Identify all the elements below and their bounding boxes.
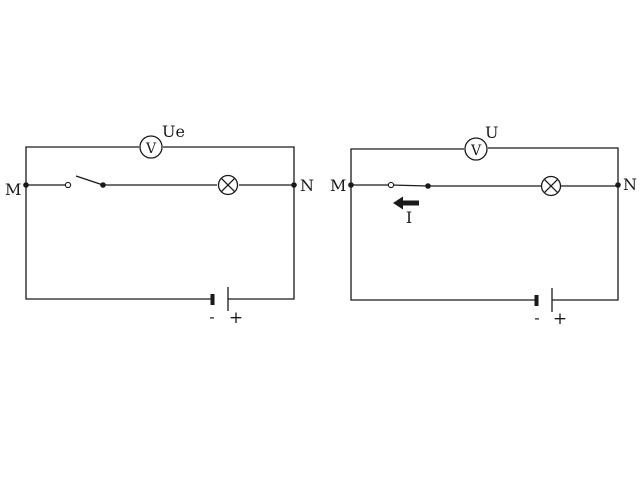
battery [210,287,229,311]
lamp [540,175,562,197]
voltmeter-label: Ue [162,122,185,141]
voltmeter-wire-right [350,147,619,185]
lamp [217,174,239,196]
node-n [291,182,297,188]
node-n [615,182,621,188]
battery-wire-right [350,185,619,301]
main-wire-right [351,184,618,187]
battery-plus-label: + [229,308,243,328]
node-n-label: N [300,176,314,195]
current-arrow [393,196,419,210]
battery-minus-label: - [534,308,539,327]
node-m-label: M [5,180,21,199]
battery-minus-label: - [209,307,214,326]
voltmeter-symbol: V [470,143,482,159]
node-m-label: M [330,176,346,195]
node-n-label: N [623,175,637,194]
switch-closed [387,181,431,189]
battery-wire-left [25,185,295,300]
voltmeter-wire-left [25,146,295,185]
voltmeter: V [464,137,488,161]
battery [534,288,553,312]
voltmeter: V [139,135,163,159]
voltmeter-symbol: V [145,141,157,157]
node-m [348,182,354,188]
switch-open [64,175,106,189]
node-m [23,182,29,188]
circuit-left: V Ue - + M N [5,122,314,328]
battery-plus-label: + [553,309,567,329]
voltmeter-label: U [485,123,498,142]
circuit-right: V U I - + M N [330,123,637,329]
current-label: I [406,208,412,227]
